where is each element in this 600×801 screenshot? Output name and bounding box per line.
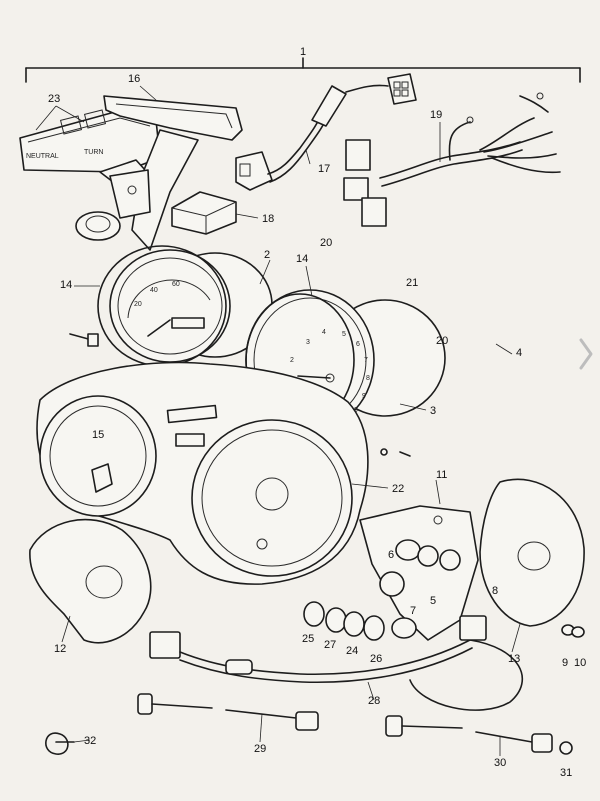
callout-27: 27 bbox=[324, 639, 336, 651]
callout-9: 9 bbox=[562, 657, 568, 669]
svg-text:TURN: TURN bbox=[84, 149, 103, 156]
callout-4: 4 bbox=[516, 347, 522, 359]
callout-31: 31 bbox=[560, 767, 572, 779]
callout-5: 5 bbox=[430, 595, 436, 607]
speedo-scale-20: 20 bbox=[134, 301, 142, 308]
cable-nut bbox=[559, 741, 573, 755]
indicator-bulb bbox=[561, 624, 585, 638]
callout-14b: 14 bbox=[296, 253, 308, 265]
callout-16: 16 bbox=[128, 73, 140, 85]
callout-12: 12 bbox=[54, 643, 66, 655]
plug-connector bbox=[235, 73, 417, 191]
callout-3: 3 bbox=[430, 405, 436, 417]
tach-scale-6: 6 bbox=[356, 341, 360, 348]
callout-11: 11 bbox=[436, 469, 447, 481]
meter-housing bbox=[36, 361, 369, 585]
callout-14a: 14 bbox=[60, 279, 72, 291]
callout-19: 19 bbox=[430, 109, 442, 121]
callout-2: 2 bbox=[264, 249, 270, 261]
tach-scale-8: 8 bbox=[366, 375, 370, 382]
callout-24: 24 bbox=[346, 645, 358, 657]
callout-30: 30 bbox=[494, 757, 506, 769]
tach-scale-9: 9 bbox=[362, 393, 366, 400]
bulbs-washers bbox=[303, 601, 417, 641]
callout-15: 15 bbox=[92, 429, 104, 441]
callout-10: 10 bbox=[574, 657, 586, 669]
callout-32: 32 bbox=[84, 735, 96, 747]
connector-block bbox=[171, 191, 237, 235]
callout-6: 6 bbox=[388, 549, 394, 561]
callout-13: 13 bbox=[508, 653, 520, 665]
callout-20a: 20 bbox=[320, 237, 332, 249]
lamp-sockets bbox=[379, 539, 461, 597]
callout-28: 28 bbox=[368, 695, 380, 707]
callout-23: 23 bbox=[48, 93, 60, 105]
tach-scale-3: 3 bbox=[306, 339, 310, 346]
speedo-scale-40: 40 bbox=[150, 287, 158, 294]
callouts: 1 2 3 4 5 6 7 8 9 10 11 12 13 14 14 15 1… bbox=[48, 46, 586, 779]
callout-17: 17 bbox=[318, 163, 330, 175]
callout-8: 8 bbox=[492, 585, 498, 597]
callout-21: 21 bbox=[406, 277, 418, 289]
tach-scale-4: 4 bbox=[322, 329, 326, 336]
callout-1: 1 bbox=[300, 46, 306, 58]
tachometer-cable bbox=[385, 715, 553, 753]
mount-stalk bbox=[75, 169, 151, 241]
left-rear-cover bbox=[29, 518, 152, 644]
assembly-bracket bbox=[25, 57, 581, 83]
tach-scale-7: 7 bbox=[364, 357, 368, 364]
callout-29: 29 bbox=[254, 743, 266, 755]
leader-lines bbox=[35, 85, 521, 756]
lead-wire bbox=[149, 615, 523, 711]
chevron-right-icon[interactable] bbox=[576, 334, 596, 374]
callout-7: 7 bbox=[410, 605, 416, 617]
svg-text:NEUTRAL: NEUTRAL bbox=[26, 153, 59, 160]
cover-frame bbox=[103, 95, 243, 251]
tach-scale-2: 2 bbox=[290, 357, 294, 364]
right-rear-cover bbox=[479, 478, 585, 627]
callout-18: 18 bbox=[262, 213, 274, 225]
callout-20b: 20 bbox=[436, 335, 448, 347]
speedo-scale-60: 60 bbox=[172, 281, 180, 288]
mounting-screw bbox=[69, 333, 99, 347]
callout-22: 22 bbox=[392, 483, 404, 495]
wiring-harness bbox=[343, 92, 561, 227]
callout-26: 26 bbox=[370, 653, 382, 665]
speedometer-cable bbox=[137, 693, 319, 731]
tach-scale-5: 5 bbox=[342, 331, 346, 338]
callout-25: 25 bbox=[302, 633, 314, 645]
chevron-right-glyph bbox=[579, 338, 593, 370]
cable-clip bbox=[45, 732, 75, 755]
speedometer: 20 40 60 bbox=[109, 249, 273, 363]
